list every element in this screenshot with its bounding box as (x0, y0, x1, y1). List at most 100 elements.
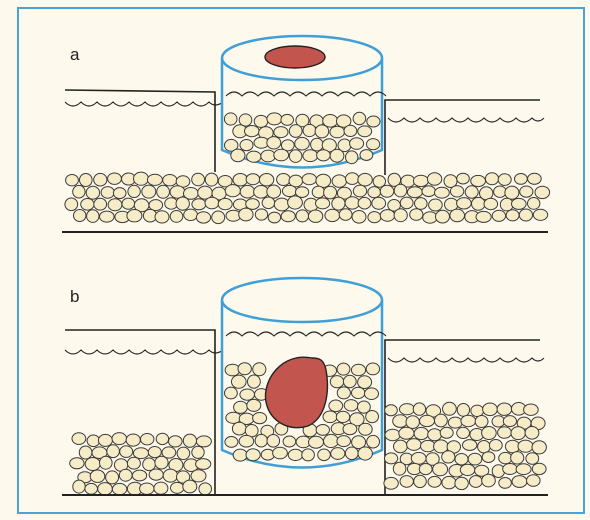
fat-cell (498, 427, 512, 439)
fat-cell (218, 198, 232, 209)
fat-cell (415, 198, 428, 210)
fat-cell (497, 403, 512, 415)
fat-cell (65, 198, 78, 211)
panel-a-label: a (70, 45, 80, 64)
fat-cell (196, 436, 211, 447)
fat-cell (528, 198, 540, 210)
fat-cell (499, 452, 512, 463)
fat-cell (113, 188, 126, 199)
fat-cell (281, 211, 295, 222)
fat-cell (353, 112, 366, 124)
fat-cell (81, 199, 94, 211)
fat-cell (283, 436, 296, 447)
fat-cell (442, 451, 455, 463)
fat-cell (267, 435, 280, 448)
fat-cell (343, 375, 356, 387)
fat-cell (87, 435, 100, 447)
fat-cell (368, 187, 381, 198)
fat-cell (288, 449, 303, 460)
fat-cell (289, 125, 302, 138)
fat-cell (336, 411, 349, 422)
fat-cell (380, 210, 395, 222)
fat-cell (329, 400, 343, 412)
fat-cell (506, 210, 519, 221)
fat-cell (469, 476, 482, 488)
fat-cell (505, 186, 519, 199)
fat-cell (533, 209, 547, 220)
fat-cell (149, 469, 163, 480)
fat-cell (330, 149, 344, 162)
fat-cell (262, 197, 275, 209)
fat-cell (358, 126, 372, 137)
fat-cell (85, 483, 98, 494)
fat-cell (494, 186, 507, 197)
fat-cell (330, 376, 343, 388)
fat-cell (184, 209, 198, 220)
fat-cell (485, 173, 498, 185)
fat-cell (337, 436, 351, 447)
fat-cell (142, 185, 156, 198)
fat-cell (312, 186, 324, 198)
fat-cell (281, 114, 294, 125)
panel-a-punch-cylinder (222, 36, 386, 168)
fat-cell (482, 474, 496, 487)
fat-cell (359, 423, 373, 435)
fat-cell (247, 151, 261, 162)
fat-cell (288, 196, 303, 209)
fat-cell (191, 470, 206, 482)
fat-cell (94, 173, 107, 186)
fat-cell (98, 483, 113, 495)
fat-cell (450, 186, 463, 197)
panel-b-label: b (70, 287, 79, 306)
fat-cell (455, 477, 468, 489)
fat-cell (246, 449, 260, 461)
fat-cell (436, 210, 450, 223)
fat-cell (196, 459, 211, 470)
fat-cell (108, 173, 122, 184)
fat-cell (212, 211, 225, 224)
fat-cell (325, 209, 340, 221)
fat-cell (330, 126, 345, 138)
fat-cell (170, 211, 183, 223)
fat-cell (422, 186, 435, 197)
fat-cell (238, 363, 251, 375)
fat-cell (503, 464, 518, 475)
fat-cell (324, 434, 339, 447)
fat-cell (332, 197, 345, 210)
fat-cell (134, 172, 149, 185)
fat-cell (73, 185, 85, 198)
fat-cell (332, 175, 346, 187)
fat-cell (483, 403, 498, 416)
fat-cell (505, 440, 519, 453)
panel-a-lesion (265, 46, 325, 68)
fat-cell (352, 387, 365, 398)
fat-cell (450, 209, 465, 222)
fat-cell (255, 434, 267, 447)
fat-cell (411, 452, 426, 464)
fat-cell (413, 175, 428, 186)
fat-cell (421, 440, 436, 451)
fat-cell (122, 198, 135, 209)
fat-cell (393, 462, 406, 475)
fat-cell (309, 436, 324, 448)
fat-cell (106, 471, 119, 484)
fat-cell (234, 401, 248, 413)
fat-cell (239, 114, 252, 126)
fat-cell (183, 434, 196, 447)
fat-cell (177, 447, 190, 459)
fat-cell (274, 198, 289, 211)
fat-cell (373, 176, 385, 188)
fat-cell (406, 416, 419, 429)
fat-cell (331, 448, 345, 460)
fat-cell (302, 174, 316, 185)
fat-cell (176, 197, 189, 210)
fat-cell (352, 211, 366, 224)
fat-cell (170, 186, 185, 198)
fat-cell (246, 174, 260, 185)
fat-cell (339, 209, 352, 221)
fat-cell (324, 186, 337, 199)
fat-cell (399, 427, 414, 439)
fat-cell (360, 150, 373, 161)
fat-cell (156, 433, 168, 444)
fat-cell (475, 416, 488, 428)
